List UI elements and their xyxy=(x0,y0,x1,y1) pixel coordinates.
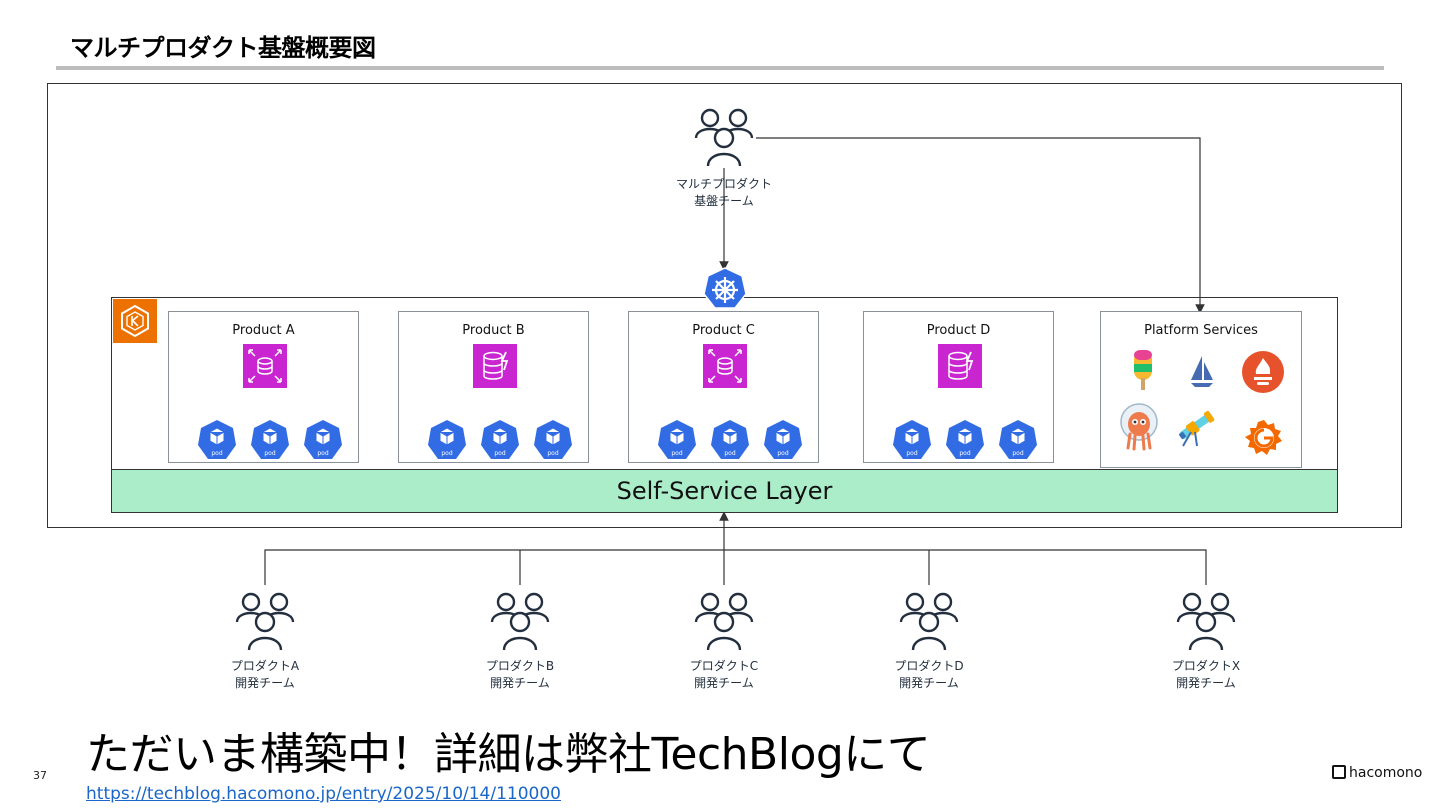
dev-team-c-line2: 開発チーム xyxy=(694,676,754,690)
product-c-label: Product C xyxy=(692,323,755,338)
popsicle-icon xyxy=(1134,350,1152,390)
pod-icon: pod xyxy=(764,420,802,459)
dev-team-b-line2: 開発チーム xyxy=(490,676,550,690)
svg-text:pod: pod xyxy=(264,450,275,457)
platform-team-icon xyxy=(694,108,754,167)
title-divider xyxy=(56,66,1384,70)
page-title: マルチプロダクト基盤概要図 xyxy=(70,34,376,62)
product-b-box: Product B pod pod pod xyxy=(398,311,589,463)
dev-team-x-line1: プロダクトX xyxy=(1171,659,1241,673)
svg-text:pod: pod xyxy=(1012,450,1023,457)
pod-icon: pod xyxy=(534,420,572,459)
platform-services-box: Platform Services xyxy=(1100,311,1302,468)
kubernetes-icon xyxy=(703,267,747,309)
dev-team-d-line1: プロダクトD xyxy=(894,659,964,673)
svg-text:pod: pod xyxy=(547,450,558,457)
product-d-label: Product D xyxy=(926,323,991,338)
telescope-icon xyxy=(1178,410,1215,447)
dev-team-x-icon xyxy=(1176,592,1236,651)
argo-octopus-icon xyxy=(1120,403,1158,451)
dev-team-d-icon xyxy=(899,592,959,651)
dynamodb-icon xyxy=(473,344,517,388)
dev-team-c-label: プロダクトC 開発チーム xyxy=(644,658,804,692)
dev-team-x-label: プロダクトX 開発チーム xyxy=(1126,658,1286,692)
platform-team-label: マルチプロダクト 基盤チーム xyxy=(644,176,804,210)
svg-text:pod: pod xyxy=(317,450,328,457)
pod-icon: pod xyxy=(658,420,696,459)
dev-team-a-line2: 開発チーム xyxy=(235,676,295,690)
announcement-text: ただいま構築中！詳細は弊社TechBlogにて xyxy=(86,729,931,780)
dev-team-c-line1: プロダクトC xyxy=(689,659,759,673)
techblog-link[interactable]: https://techblog.hacomono.jp/entry/2025/… xyxy=(86,784,561,804)
dev-team-a-icon xyxy=(235,592,295,651)
pod-icon: pod xyxy=(428,420,466,459)
svg-text:pod: pod xyxy=(494,450,505,457)
pod-icon: pod xyxy=(481,420,519,459)
svg-text:pod: pod xyxy=(211,450,222,457)
dev-team-b-icon xyxy=(490,592,550,651)
dev-team-d-line2: 開発チーム xyxy=(899,676,959,690)
svg-text:pod: pod xyxy=(959,450,970,457)
platform-services-label: Platform Services xyxy=(1144,323,1258,338)
svg-text:pod: pod xyxy=(671,450,682,457)
pod-icon: pod xyxy=(946,420,984,459)
dev-team-a-label: プロダクトA 開発チーム xyxy=(185,658,345,692)
self-service-layer: Self-Service Layer xyxy=(111,469,1338,513)
platform-team-line2: 基盤チーム xyxy=(694,194,754,208)
pod-icon: pod xyxy=(198,420,236,459)
svg-text:pod: pod xyxy=(441,450,452,457)
grafana-icon xyxy=(1245,420,1282,455)
pod-icon: pod xyxy=(251,420,289,459)
product-a-label: Product A xyxy=(232,323,295,338)
brand-name: hacomono xyxy=(1349,765,1423,781)
svg-text:pod: pod xyxy=(724,450,735,457)
istio-sail-icon xyxy=(1191,356,1213,387)
dev-team-b-line1: プロダクトB xyxy=(485,659,555,673)
product-a-box: Product A pod pod pod xyxy=(168,311,359,463)
dev-team-c-icon xyxy=(694,592,754,651)
hacomono-logo-icon xyxy=(1332,765,1346,779)
eks-icon xyxy=(113,299,157,343)
dynamodb-icon xyxy=(938,344,982,388)
pod-icon: pod xyxy=(999,420,1037,459)
dev-team-x-line2: 開発チーム xyxy=(1176,676,1236,690)
pod-icon: pod xyxy=(304,420,342,459)
platform-team-line1: マルチプロダクト xyxy=(675,177,772,191)
product-d-box: Product D pod pod pod xyxy=(863,311,1054,463)
dev-team-b-label: プロダクトB 開発チーム xyxy=(440,658,600,692)
dev-team-a-line1: プロダクトA xyxy=(230,659,300,673)
aurora-icon xyxy=(243,344,287,388)
product-b-label: Product B xyxy=(462,323,525,338)
svg-text:pod: pod xyxy=(906,450,917,457)
prometheus-icon xyxy=(1242,351,1284,393)
pod-icon: pod xyxy=(893,420,931,459)
pod-icon: pod xyxy=(711,420,749,459)
svg-text:pod: pod xyxy=(777,450,788,457)
aurora-icon xyxy=(703,344,747,388)
product-c-box: Product C pod pod pod xyxy=(628,311,819,463)
dev-team-d-label: プロダクトD 開発チーム xyxy=(849,658,1009,692)
brand-logo: hacomono xyxy=(1332,765,1422,781)
page-number: 37 xyxy=(33,769,47,782)
